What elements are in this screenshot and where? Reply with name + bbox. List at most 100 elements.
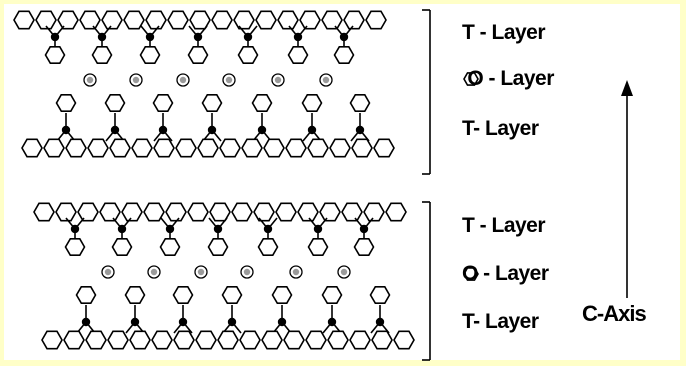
- structure-2-top-oxygen: [363, 202, 385, 222]
- structure-2-bottom-apex-oxygen: [124, 285, 146, 305]
- structure-1-top-oxygen: [79, 10, 101, 30]
- structure-1-bottom-oxygen: [241, 138, 263, 158]
- structure-1-bottom-apex-oxygen: [201, 94, 223, 112]
- structure-1-bottom-apex-oxygen: [251, 94, 273, 112]
- structure-2-top-oxygen: [165, 202, 187, 222]
- structure-2-top-oxygen: [231, 202, 253, 222]
- structure-2-bottom-oxygen: [195, 330, 217, 350]
- structure-1-bottom-apex-oxygen: [55, 94, 77, 112]
- structure-1-o-layer-label: O - Layer: [462, 68, 554, 89]
- structure-2-bottom-bond: [231, 321, 242, 334]
- structure-2-bottom-bond: [182, 321, 193, 334]
- structure-2-bottom-oxygen: [41, 330, 63, 350]
- structure-1-top-oxygen: [123, 10, 145, 30]
- structure-1-top-apex-oxygen: [44, 45, 66, 65]
- structure-1-bottom-apex-oxygen: [301, 94, 323, 112]
- structure-2-bottom-oxygen: [107, 330, 129, 350]
- structure-2-top-oxygen: [121, 202, 143, 222]
- structure-1-top-oxygen: [57, 10, 79, 30]
- structure-1-top-oxygen: [365, 10, 387, 30]
- structure-2-bottom-oxygen: [239, 330, 261, 350]
- structure-1-top-oxygen: [255, 10, 277, 30]
- structure-1-bottom-oxygen: [285, 138, 307, 158]
- structure-1-top-apex-oxygen: [91, 45, 113, 65]
- structure-2-bottom-oxygen: [217, 330, 239, 350]
- structure-2-bottom-t-layer-label: T- Layer: [462, 310, 539, 333]
- structure-2-top-oxygen: [319, 202, 341, 222]
- structure-2-bottom-bond: [125, 321, 136, 334]
- structure-2-top-apex-oxygen: [353, 238, 375, 256]
- structure-2-bottom-bond: [370, 321, 381, 334]
- structure-2-top-apex-oxygen: [307, 238, 329, 256]
- structure-2-bottom-oxygen: [283, 330, 305, 350]
- structure-1-top-oxygen: [299, 10, 321, 30]
- structure-2-bottom-apex-oxygen: [172, 285, 194, 305]
- structure-2-top-oxygen: [341, 202, 363, 222]
- structure-1-bottom-bond: [162, 129, 173, 142]
- structure-1-bottom-oxygen: [197, 138, 219, 158]
- structure-2-bottom-oxygen: [305, 330, 327, 350]
- structure-2-o-layer-label: O - Layer: [462, 263, 549, 284]
- structure-1-bottom-oxygen: [21, 138, 43, 158]
- structure-1-interlayer-cation-core: [179, 76, 187, 84]
- structure-1-bottom-oxygen: [351, 138, 373, 158]
- structure-2-bottom-bond: [322, 321, 333, 334]
- structure-2-interlayer-cation-core: [340, 268, 348, 276]
- structure-2-bottom-apex-oxygen: [321, 285, 343, 305]
- structure-2-top-apex-oxygen: [257, 238, 279, 256]
- structure-1-bottom-bond: [105, 129, 116, 142]
- structure-1-top-oxygen: [145, 10, 167, 30]
- structure-2-top-oxygen: [143, 202, 165, 222]
- structure-1-top-oxygen: [321, 10, 343, 30]
- structure-2-top-oxygen: [187, 202, 209, 222]
- up-arrow-icon: [621, 80, 633, 96]
- structure-2-o-layer-hexagon-icon: [463, 267, 479, 281]
- structure-1-top-apex-oxygen: [139, 45, 161, 65]
- structure-2-top-oxygen: [385, 202, 407, 222]
- structure-1-bottom-oxygen: [131, 138, 153, 158]
- structure-2-o-layer-text: O - Layer: [462, 262, 549, 285]
- structure-2-interlayer-cation-core: [150, 268, 158, 276]
- structure-1-o-layer-hexagon-icon: [463, 72, 479, 86]
- structure-1-top-oxygen: [343, 10, 365, 30]
- structure-1-bottom-oxygen: [263, 138, 285, 158]
- structure-1-o-layer-text: O - Layer: [467, 67, 554, 90]
- structure-1-top-apex-oxygen: [187, 45, 209, 65]
- structure-1-interlayer-cation-core: [132, 76, 140, 84]
- structure-2-bottom-apex-oxygen: [75, 285, 97, 305]
- structure-2-top-apex-oxygen: [64, 238, 86, 256]
- structure-1-bottom-oxygen: [307, 138, 329, 158]
- structure-1-bottom-bond: [302, 129, 313, 142]
- structure-2-bottom-oxygen: [151, 330, 173, 350]
- structure-2-interlayer-cation-core: [243, 268, 251, 276]
- structure-1-bottom-bond: [211, 129, 222, 142]
- structure-1-bottom-oxygen: [373, 138, 395, 158]
- structure-2-top-oxygen: [99, 202, 121, 222]
- structure-2-top-apex-oxygen: [159, 238, 181, 256]
- structure-1-top-oxygen: [101, 10, 123, 30]
- structure-1-bottom-oxygen: [153, 138, 175, 158]
- structure-2-bottom-oxygen: [371, 330, 393, 350]
- structure-2-top-oxygen: [77, 202, 99, 222]
- structure-1-interlayer-cation-core: [322, 76, 330, 84]
- structure-2-top-apex-oxygen: [111, 238, 133, 256]
- structure-1-top-apex-oxygen: [237, 45, 259, 65]
- structure-2-bottom-oxygen: [393, 330, 415, 350]
- structure-2-interlayer-cation-core: [197, 268, 205, 276]
- structure-1-bottom-oxygen: [109, 138, 131, 158]
- structure-2-interlayer-cation-core: [292, 268, 300, 276]
- structure-1-top-oxygen: [211, 10, 233, 30]
- structure-1-bottom-apex-oxygen: [104, 94, 126, 112]
- structure-1-bottom-bond: [153, 129, 164, 142]
- structure-1-bottom-oxygen: [65, 138, 87, 158]
- structure-1-interlayer-cation-core: [225, 76, 233, 84]
- structure-1-interlayer-cation-core: [86, 76, 94, 84]
- structure-1-bottom-oxygen: [43, 138, 65, 158]
- structure-1-interlayer-cation-core: [274, 76, 282, 84]
- structure-1-top-oxygen: [167, 10, 189, 30]
- structure-2-bottom-oxygen: [85, 330, 107, 350]
- structure-1-top-oxygen: [233, 10, 255, 30]
- structure-2-bottom-oxygen: [261, 330, 283, 350]
- structure-1-bottom-apex-oxygen: [152, 94, 174, 112]
